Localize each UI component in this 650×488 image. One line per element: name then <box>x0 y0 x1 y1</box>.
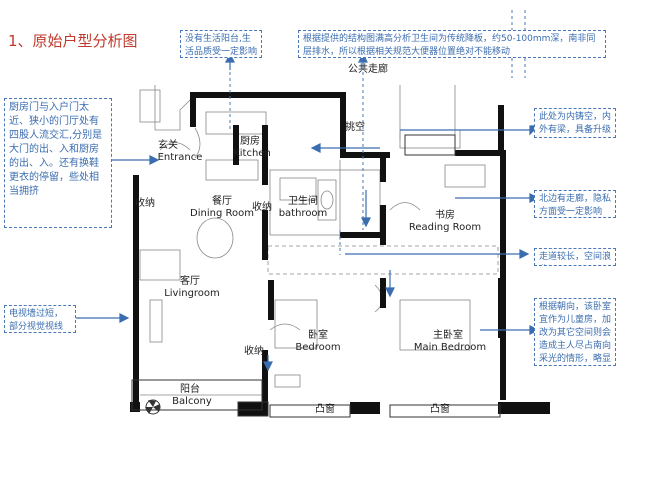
annotation-left-entry: 厨房门与入户门太近、狭小的门厅处有四股人流交汇,分别是大门的出、入和厨房的出、入… <box>4 98 112 228</box>
living-label-en: Livingroom <box>164 288 220 299</box>
living-label-cn: 客厅 <box>180 274 200 287</box>
bay-window-label-b: 凸窗 <box>430 402 450 415</box>
annotation-right-study: 北边有走廊，隐私方面受一定影响 <box>534 190 616 218</box>
kitchen-label-en: Kitchen <box>233 148 271 159</box>
annotation-right-corridor: 走道较长，空间浪费 <box>534 248 616 266</box>
master-label-cn: 主卧室 <box>433 328 463 341</box>
balcony-label-en: Balcony <box>172 396 212 407</box>
bay-window-label-a: 凸窗 <box>315 402 335 415</box>
room-labels: 公共走廊 挑空 玄关 Entrance 厨房 Kitchen 餐厅 Dining… <box>135 62 486 415</box>
entrance-label-cn: 玄关 <box>158 138 178 151</box>
annotation-right-storage: 此处为内铸空，内外有梁，具备升级条件 <box>534 108 616 138</box>
dining-label-cn: 餐厅 <box>212 194 232 207</box>
annotation-top-right: 根据提供的结构图满高分析卫生间为传统降板，约50-100mm深，南非同层排水，所… <box>298 30 606 58</box>
balcony-label-cn: 阳台 <box>180 382 200 395</box>
bedroom-label-cn: 卧室 <box>308 328 328 341</box>
study-label-en: Reading Room <box>409 222 481 233</box>
dining-label-en: Dining Room <box>190 208 254 219</box>
page-title: 1、原始户型分析图 <box>8 32 138 50</box>
void-label: 挑空 <box>345 120 365 133</box>
annotation-left-tv: 电视墙过短，部分视觉视线偏窄 <box>4 305 76 333</box>
study-label-cn: 书房 <box>435 208 455 221</box>
kitchen-label-cn: 厨房 <box>240 134 260 147</box>
fan-icon <box>145 399 161 415</box>
windows <box>131 134 501 418</box>
bedroom-label-en: Bedroom <box>295 342 340 353</box>
master-label-en: Main Bedroom <box>414 342 486 353</box>
entrance-label-en: Entrance <box>158 152 203 163</box>
annotation-right-bedroom: 根据朝向，该卧室宜作为儿童房，加改为其它空间则会造成主人尽占南向采光的情形，略显… <box>534 298 616 366</box>
corridor-label: 公共走廊 <box>348 62 388 75</box>
storage-label-a: 收纳 <box>135 196 155 209</box>
storage-label-c: 收纳 <box>244 344 264 357</box>
annotation-top-left: 没有生活阳台,生活品质受一定影响 <box>180 30 262 58</box>
bath-label-en: bathroom <box>279 208 328 219</box>
bath-label-cn: 卫生间 <box>288 194 318 207</box>
storage-label-b: 收纳 <box>252 200 272 213</box>
